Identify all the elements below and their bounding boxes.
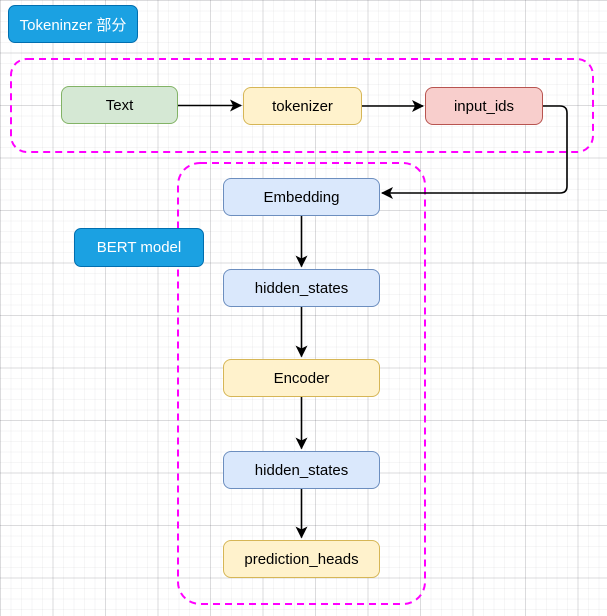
tokenizer-section-container[interactable] <box>10 58 594 153</box>
node-label: tokenizer <box>272 97 333 115</box>
node-embedding[interactable]: Embedding <box>223 178 380 216</box>
node-label: Embedding <box>263 188 340 206</box>
node-label: hidden_states <box>254 279 349 297</box>
node-prediction-heads[interactable]: prediction_heads <box>223 540 380 578</box>
node-tokenizer[interactable]: tokenizer <box>243 87 362 125</box>
bert-model-badge[interactable]: BERT model <box>74 228 204 267</box>
node-text[interactable]: Text <box>61 86 178 124</box>
node-input-ids[interactable]: input_ids <box>425 87 543 125</box>
badge-label: BERT model <box>96 239 182 256</box>
node-hidden-states-2[interactable]: hidden_states <box>223 451 380 489</box>
node-hidden-states-1[interactable]: hidden_states <box>223 269 380 307</box>
node-label: prediction_heads <box>244 550 359 568</box>
edge-input-ids-to-embedding[interactable] <box>381 105 568 199</box>
node-encoder[interactable]: Encoder <box>223 359 380 397</box>
node-label: input_ids <box>453 97 515 115</box>
node-label: Text <box>105 96 134 114</box>
node-label: Encoder <box>273 369 330 387</box>
tokenizer-section-badge[interactable]: Tokeninzer 部分 <box>8 5 138 43</box>
badge-label: Tokeninzer 部分 <box>19 16 127 34</box>
bert-model-container[interactable] <box>177 162 426 605</box>
node-label: hidden_states <box>254 461 349 479</box>
